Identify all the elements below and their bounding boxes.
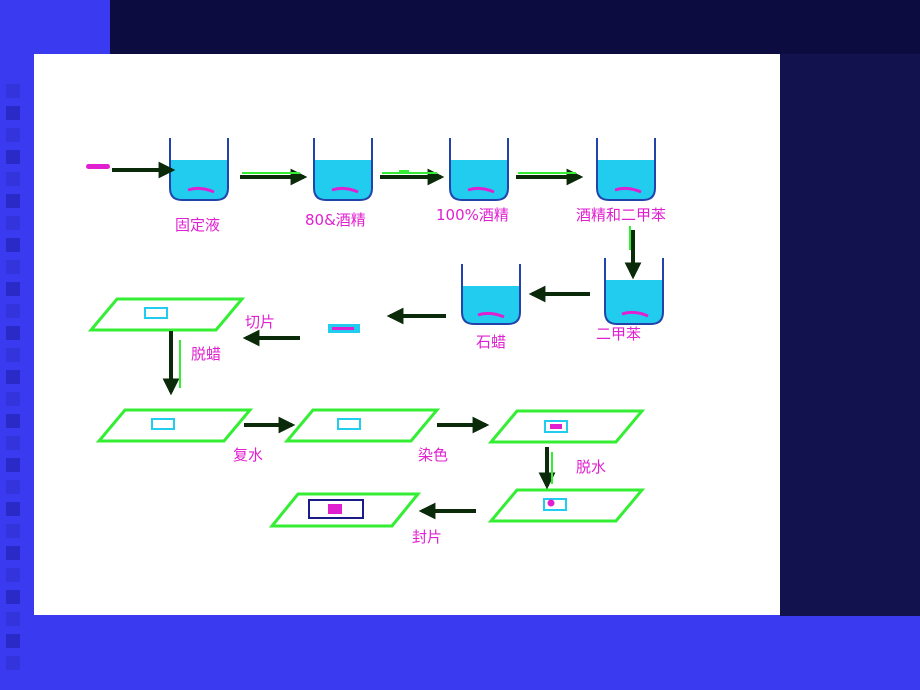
decorative-square [6,282,20,296]
decorative-square [6,172,20,186]
decorative-square [6,612,20,626]
decorative-square [6,502,20,516]
beaker-alcohol-80 [313,138,373,201]
glass-slide-4 [487,409,646,444]
glass-slide-3 [283,408,441,443]
glass-slide-2 [95,408,254,443]
decorative-square [6,348,20,362]
decorative-square [6,546,20,560]
label-mounting: 封片 [412,528,443,546]
decorative-square [6,84,20,98]
decorative-square [6,150,20,164]
decorative-square [6,260,20,274]
decorative-square [6,524,20,538]
glass-slide-5 [487,488,646,523]
label-paraffin: 石蜡 [476,333,507,351]
label-alcohol-xylene: 酒精和二甲苯 [576,206,667,224]
decorative-square [6,370,20,384]
beaker-fixative [169,138,229,201]
glass-slide-6 [268,492,422,528]
decorative-squares [6,84,20,670]
glass-slide-1 [87,297,246,332]
label-alcohol-100: 100%酒精 [436,206,509,224]
beaker-xylene [604,258,664,325]
decorative-square [6,128,20,142]
label-dewaxing: 脱蜡 [191,345,222,363]
decorative-square [6,436,20,450]
decorative-square [6,326,20,340]
label-staining: 染色 [418,446,449,464]
decorative-square [6,194,20,208]
decorative-square [6,634,20,648]
label-alcohol-80: 80&酒精 [305,211,366,229]
label-sectioning: 切片 [245,313,276,331]
decorative-square [6,568,20,582]
decorative-square [6,106,20,120]
decorative-square [6,238,20,252]
decorative-square [6,458,20,472]
paraffin-block-tissue [332,327,354,330]
label-rehydration: 复水 [233,446,264,464]
tissue-sample [86,164,110,169]
decorative-square [6,414,20,428]
decorative-square [6,480,20,494]
label-xylene: 二甲苯 [596,325,642,343]
decorative-square [6,392,20,406]
beaker-alcohol-xylene [596,138,656,201]
decorative-square [6,656,20,670]
decorative-square [6,590,20,604]
decorative-square [6,304,20,318]
label-fixative: 固定液 [175,216,221,234]
beaker-alcohol-100 [449,138,509,201]
decorative-square [6,216,20,230]
label-dehydration: 脱水 [576,458,607,476]
beaker-paraffin [461,264,521,325]
